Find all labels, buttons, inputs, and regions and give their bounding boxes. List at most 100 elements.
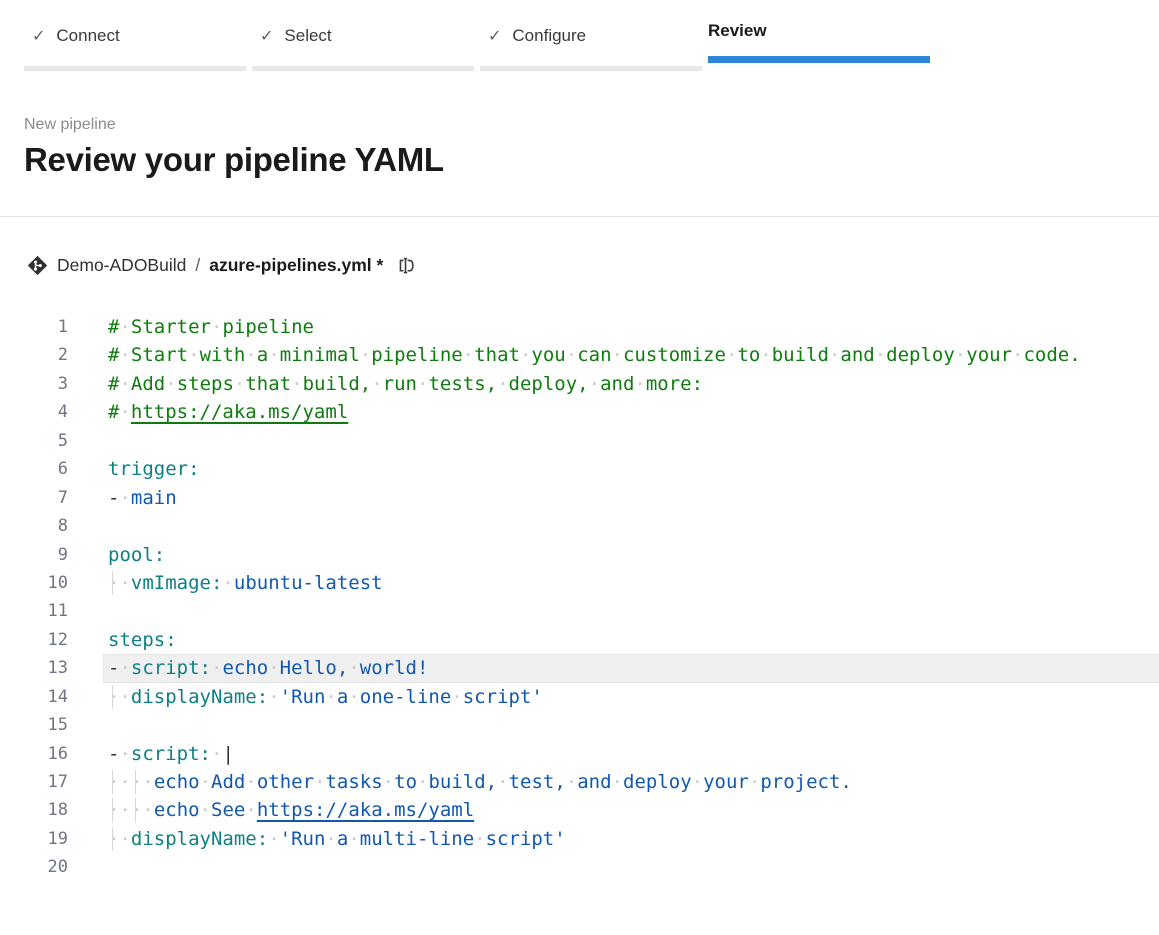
line-number: 2 bbox=[57, 345, 68, 366]
whitespace-dot: · bbox=[611, 344, 623, 367]
code-link: https://aka.ms/yaml bbox=[130, 401, 349, 424]
whitespace-dot: · bbox=[108, 799, 120, 822]
code-token: Hello, bbox=[279, 657, 349, 680]
code-token: other bbox=[256, 771, 315, 793]
code-line[interactable]: 13-·script:·echo·Hello,·world! bbox=[0, 654, 1159, 683]
code-line[interactable]: 17····echo·Add·other·tasks·to·build,·tes… bbox=[0, 768, 1159, 796]
step-connect[interactable]: ✓ Connect bbox=[24, 0, 246, 71]
step-configure[interactable]: ✓Configure bbox=[480, 0, 702, 71]
whitespace-dot: · bbox=[119, 685, 131, 708]
copy-icon[interactable] bbox=[395, 255, 416, 276]
indent-guide-line bbox=[112, 770, 113, 795]
whitespace-dot: · bbox=[130, 771, 143, 793]
code-line[interactable]: 15 bbox=[0, 711, 1159, 739]
code-token: vmImage: bbox=[130, 571, 223, 594]
code-token: # bbox=[108, 316, 120, 338]
code-token: a bbox=[336, 685, 349, 708]
completed-step-underline bbox=[24, 66, 246, 71]
code-line[interactable]: 2#·Start·with·a·minimal·pipeline·that·yo… bbox=[0, 341, 1159, 369]
page-title: Review your pipeline YAML bbox=[24, 141, 444, 178]
step-label-text: Connect bbox=[56, 26, 120, 45]
code-token: to bbox=[737, 344, 761, 367]
code-line[interactable]: 7 -·main bbox=[0, 484, 1159, 512]
line-number: 16 bbox=[47, 743, 68, 764]
indent-guide-line bbox=[134, 798, 136, 823]
code-content: ····echo·See·https://aka.ms/yaml bbox=[103, 796, 1159, 824]
code-line[interactable]: 1#·Starter·pipeline bbox=[0, 313, 1159, 341]
code-token: - bbox=[108, 742, 120, 765]
whitespace-dot: · bbox=[233, 372, 246, 395]
code-line[interactable]: 5 bbox=[0, 427, 1159, 455]
line-number: 11 bbox=[47, 601, 68, 622]
code-token: script' bbox=[485, 827, 566, 850]
code-line[interactable]: 19··displayName:·'Run·a·multi-line·scrip… bbox=[0, 825, 1159, 853]
code-token: See bbox=[211, 799, 246, 822]
step-select[interactable]: ✓Select bbox=[252, 0, 474, 71]
line-number: 3 bbox=[57, 373, 68, 394]
whitespace-dot: · bbox=[222, 571, 234, 594]
code-token: to bbox=[394, 771, 418, 793]
code-token: your bbox=[966, 344, 1013, 367]
indent-guide-line bbox=[112, 570, 113, 596]
whitespace-dot: · bbox=[497, 771, 509, 793]
whitespace-dot: · bbox=[108, 827, 120, 850]
code-line[interactable]: 8 bbox=[0, 512, 1159, 540]
code-token: minimal bbox=[279, 344, 360, 367]
whitespace-dot: · bbox=[210, 742, 223, 765]
code-token: a bbox=[256, 344, 269, 367]
breadcrumb-repo-name[interactable]: Demo-ADOBuild bbox=[57, 255, 187, 275]
line-number: 5 bbox=[57, 430, 68, 451]
completed-step-underline bbox=[480, 66, 702, 71]
code-line[interactable]: 3#·Add·steps·that·build,·run·tests,·depl… bbox=[0, 370, 1159, 398]
code-content: ··vmImage:·ubuntu-latest bbox=[103, 569, 1159, 597]
code-line[interactable]: 14··displayName:·'Run·a·one-line·script' bbox=[0, 683, 1159, 711]
code-token: build bbox=[771, 344, 829, 367]
code-line[interactable]: 11 bbox=[0, 597, 1159, 625]
code-line[interactable]: 18····echo·See·https://aka.ms/yaml bbox=[0, 796, 1159, 824]
check-icon: ✓ bbox=[32, 28, 46, 45]
whitespace-dot: · bbox=[188, 344, 200, 367]
code-token: echo bbox=[222, 657, 269, 680]
code-token: run bbox=[382, 372, 417, 395]
code-content: -·main bbox=[103, 484, 1159, 512]
whitespace-dot: · bbox=[108, 685, 120, 708]
code-token: and bbox=[600, 372, 635, 395]
step-label: ✓ Connect bbox=[32, 26, 120, 46]
code-token: 'Run bbox=[279, 827, 326, 850]
whitespace-dot: · bbox=[291, 372, 303, 395]
code-line[interactable]: 4#·https://aka.ms/yaml bbox=[0, 398, 1159, 426]
code-content bbox=[103, 711, 1159, 739]
code-token: customize bbox=[622, 344, 726, 367]
code-line[interactable]: 10··vmImage:·ubuntu-latest bbox=[0, 569, 1159, 597]
whitespace-dot: · bbox=[245, 344, 257, 367]
whitespace-dot: · bbox=[348, 685, 360, 708]
code-token: tests, bbox=[428, 372, 498, 395]
code-token: steps bbox=[176, 372, 234, 395]
whitespace-dot: · bbox=[325, 685, 337, 708]
code-token: and bbox=[840, 344, 875, 367]
step-label: Review bbox=[708, 21, 767, 41]
whitespace-dot: · bbox=[119, 372, 131, 395]
code-token: test, bbox=[508, 771, 566, 793]
whitespace-dot: · bbox=[611, 771, 623, 793]
line-number: 1 bbox=[57, 317, 68, 337]
whitespace-dot: · bbox=[565, 771, 578, 793]
code-content: ····echo·Add·other·tasks·to·build,·test,… bbox=[103, 768, 1159, 796]
code-line[interactable]: 20 bbox=[0, 853, 1159, 881]
code-content: #·https://aka.ms/yaml bbox=[103, 398, 1159, 426]
line-number: 7 bbox=[57, 487, 68, 508]
step-review[interactable]: Review bbox=[708, 0, 930, 71]
code-line[interactable]: 16-·script:·| bbox=[0, 740, 1159, 768]
whitespace-dot: · bbox=[245, 771, 257, 793]
whitespace-dot: · bbox=[119, 401, 131, 424]
whitespace-dot: · bbox=[142, 771, 154, 793]
whitespace-dot: · bbox=[325, 827, 337, 850]
whitespace-dot: · bbox=[451, 685, 463, 708]
code-token: displayName: bbox=[130, 685, 269, 708]
whitespace-dot: · bbox=[199, 771, 212, 793]
code-token: Add bbox=[211, 771, 246, 793]
